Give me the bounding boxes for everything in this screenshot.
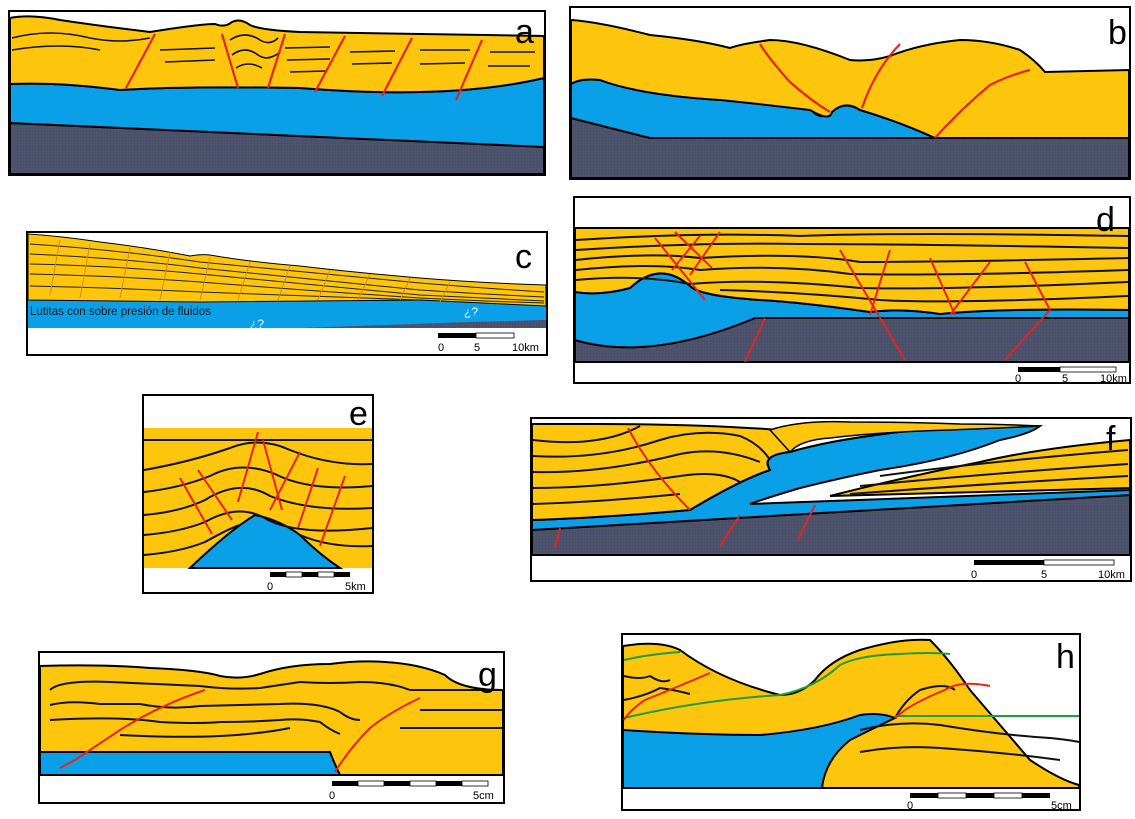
scale-label-0: 0	[267, 581, 273, 593]
layer-lines	[29, 243, 545, 304]
panel-e: 0 5km e	[142, 394, 374, 594]
scale-label-0: 0	[907, 800, 913, 812]
scale-label-10km: 10km	[1098, 569, 1125, 581]
sediment-layer	[531, 423, 792, 522]
scale-bar: 0 5 10km	[1015, 366, 1127, 385]
panel-label-c: c	[515, 238, 532, 276]
shale-dome	[187, 513, 344, 569]
scale-label-0: 0	[971, 569, 977, 581]
faults	[554, 427, 816, 549]
scale-label-0: 0	[438, 342, 444, 354]
layer-lines	[11, 32, 535, 73]
minor-faults	[49, 239, 451, 303]
question-mark-2: ¿?	[464, 305, 478, 319]
scale-label-5: 5	[474, 342, 480, 354]
panel-label-e: e	[349, 395, 368, 433]
shale-layer	[39, 751, 342, 776]
question-mark-1: ¿?	[250, 317, 264, 331]
panel-label-b: b	[1108, 14, 1127, 52]
overpressure-note: Lutitas con sobre presión de fluidos	[30, 306, 211, 318]
faults	[623, 672, 991, 721]
shale-layer	[28, 300, 546, 328]
sediment-layer	[144, 428, 372, 568]
faults	[179, 431, 346, 547]
panel-label-d: d	[1096, 201, 1115, 239]
scale-label-10km: 10km	[1100, 373, 1127, 385]
faults	[759, 43, 1031, 139]
layer-lines	[575, 233, 1129, 303]
faults	[59, 689, 421, 773]
scale-bar: 0 5 10km	[971, 559, 1125, 581]
panel-b: b	[569, 6, 1131, 180]
panel-label-f: f	[1106, 420, 1116, 458]
panel-c: Lutitas con sobre presión de fluidos ¿? …	[26, 231, 548, 356]
scale-label-5: 5	[1062, 373, 1068, 385]
faults	[125, 33, 484, 101]
scale-label-5cm: 5cm	[473, 790, 494, 802]
sediment-top-cap	[768, 420, 1041, 454]
scale-bar: 0 5cm	[329, 780, 494, 802]
panel-f: 0 5 10km f	[530, 417, 1132, 582]
scale-label-0: 0	[329, 790, 335, 802]
scale-label-5km: 5km	[345, 581, 366, 593]
faults	[654, 231, 1051, 363]
scale-label-5cm: 5cm	[1051, 800, 1072, 812]
layer-lines	[623, 674, 1080, 761]
panel-g: 0 5cm g	[38, 651, 505, 804]
panel-a: a	[8, 10, 546, 176]
marker-horizon	[623, 651, 1079, 719]
scale-label-10km: 10km	[512, 342, 539, 354]
scale-label-5: 5	[1041, 569, 1047, 581]
panel-label-h: h	[1056, 638, 1075, 676]
sediment-layer	[570, 18, 1130, 139]
panel-d: 0 5 10km d	[573, 196, 1131, 385]
scale-bar: 0 5cm	[907, 792, 1072, 812]
panel-h: 0 5cm h	[621, 633, 1081, 812]
scale-bar: 0 5km	[267, 571, 366, 593]
panel-label-a: a	[515, 13, 534, 51]
layer-lines	[49, 680, 503, 738]
panel-label-g: g	[478, 656, 497, 694]
scale-bar: 0 5 10km	[438, 332, 539, 354]
shale-layer	[622, 713, 898, 789]
scale-label-0: 0	[1015, 373, 1021, 385]
